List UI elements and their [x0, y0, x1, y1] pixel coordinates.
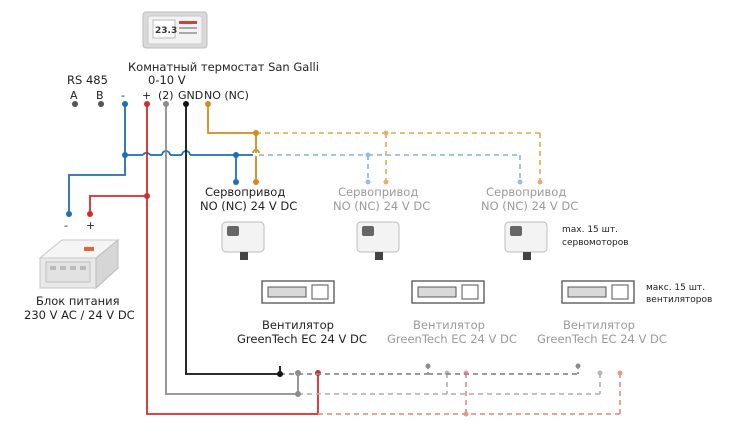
actuator-note-line1: max. 15 шт.: [562, 225, 618, 235]
terminal-b-label: B: [96, 89, 104, 102]
psu-label-line2: 230 V AC / 24 V DC: [24, 308, 135, 322]
terminal-b-dot: [98, 101, 104, 107]
gray-signal-wire: [165, 104, 601, 395]
actuator-1-image: [221, 221, 265, 260]
terminal-a-label: A: [70, 89, 78, 102]
fan-3-title: Вентилятор: [563, 318, 635, 332]
terminal-gnd-label: GND: [178, 89, 203, 102]
power-supply-unit: [38, 238, 120, 290]
fan-3-spec: GreenTech EC 24 V DC: [537, 332, 667, 346]
psu-label-line1: Блок питания: [36, 294, 120, 308]
analog-label: 0-10 V: [148, 73, 186, 87]
rs485-label: RS 485: [67, 73, 108, 87]
fan-2-title: Вентилятор: [413, 318, 485, 332]
fan-3-image: [561, 280, 635, 304]
terminal-minus-label: -: [121, 89, 125, 102]
thermostat-display: 23.3: [155, 26, 177, 36]
actuator-2-image: [356, 221, 400, 260]
actuator-1-title: Сервопривод: [205, 185, 285, 199]
terminal-no-nc-label: NO (NC): [204, 89, 249, 102]
psu-plus-label: +: [86, 219, 95, 232]
thermostat-device: 23.3: [142, 11, 208, 49]
actuator-note-line2: сервомоторов: [562, 238, 629, 248]
psu-minus-label: -: [64, 219, 68, 232]
terminal-plus-label: +: [142, 89, 151, 102]
orange-signal-wire: [207, 104, 541, 182]
terminal-a-dot: [72, 101, 78, 107]
fan-1-title: Вентилятор: [262, 318, 334, 332]
terminal-2-label: (2): [158, 89, 174, 102]
thermostat-title: Комнатный термостат San Galli: [128, 60, 319, 74]
actuator-2-spec: NO (NC) 24 V DC: [333, 199, 430, 213]
fan-note-line2: вентиляторов: [646, 295, 712, 305]
actuator-3-title: Сервопривод: [486, 185, 566, 199]
actuator-1-spec: NO (NC) 24 V DC: [200, 199, 297, 213]
blue-minus-wire: [68, 104, 521, 214]
fan-2-image: [411, 280, 485, 304]
fan-note-line1: макс. 15 шт.: [646, 283, 705, 293]
fan-2-spec: GreenTech EC 24 V DC: [387, 332, 517, 346]
fan-1-spec: GreenTech EC 24 V DC: [237, 332, 367, 346]
fan-1-image: [261, 280, 335, 304]
actuator-3-image: [504, 221, 548, 260]
red-plus-wire: [89, 104, 621, 415]
actuator-2-title: Сервопривод: [338, 185, 418, 199]
actuator-3-spec: NO (NC) 24 V DC: [481, 199, 578, 213]
